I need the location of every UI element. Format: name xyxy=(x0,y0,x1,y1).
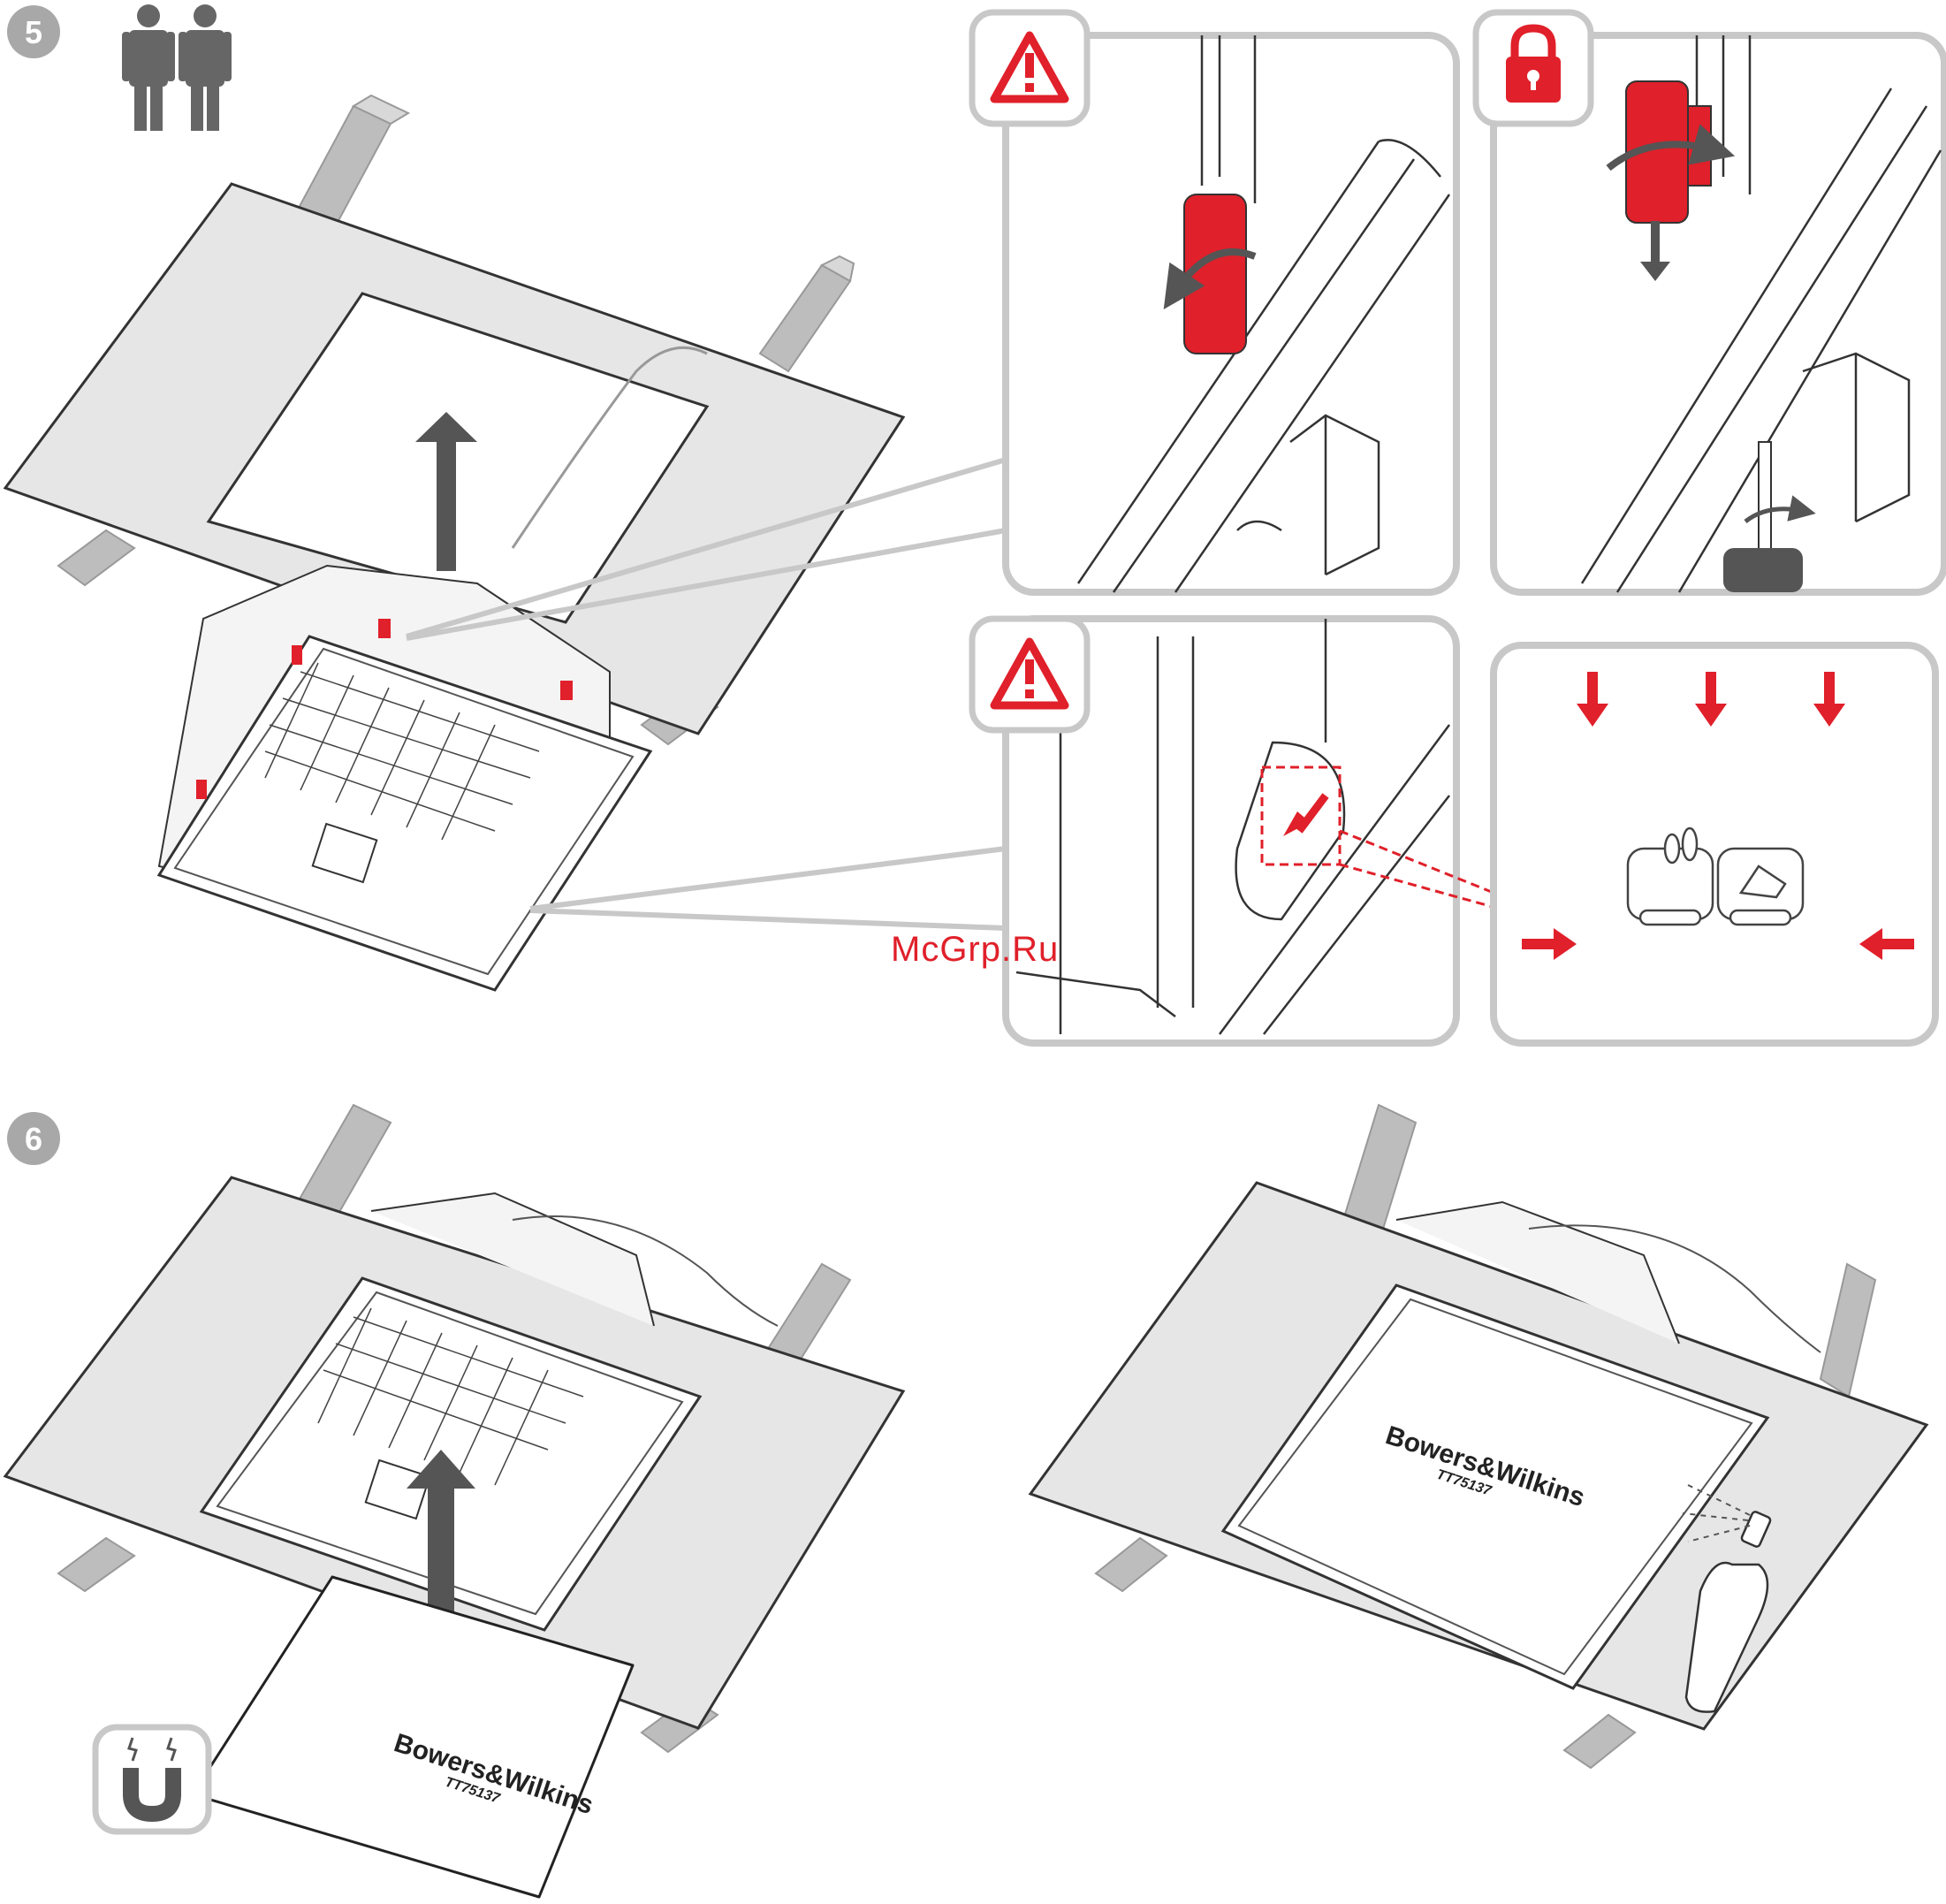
step-6-badge: 6 xyxy=(7,1112,60,1165)
magnet-icon xyxy=(95,1727,209,1832)
panel-room xyxy=(1494,645,1935,1043)
step-5-number: 5 xyxy=(25,14,42,50)
warning-triangle-icon xyxy=(972,12,1087,124)
warning-triangle-icon xyxy=(972,619,1087,730)
step-6-right-ceiling: Bowers&Wilkins TT75137 xyxy=(1030,1183,1927,1729)
padlock-icon xyxy=(1476,12,1591,124)
step-6-number: 6 xyxy=(25,1121,42,1157)
two-people-icon xyxy=(122,4,232,131)
watermark: McGrp.Ru xyxy=(891,930,1059,970)
step-5-badge: 5 xyxy=(7,5,60,58)
